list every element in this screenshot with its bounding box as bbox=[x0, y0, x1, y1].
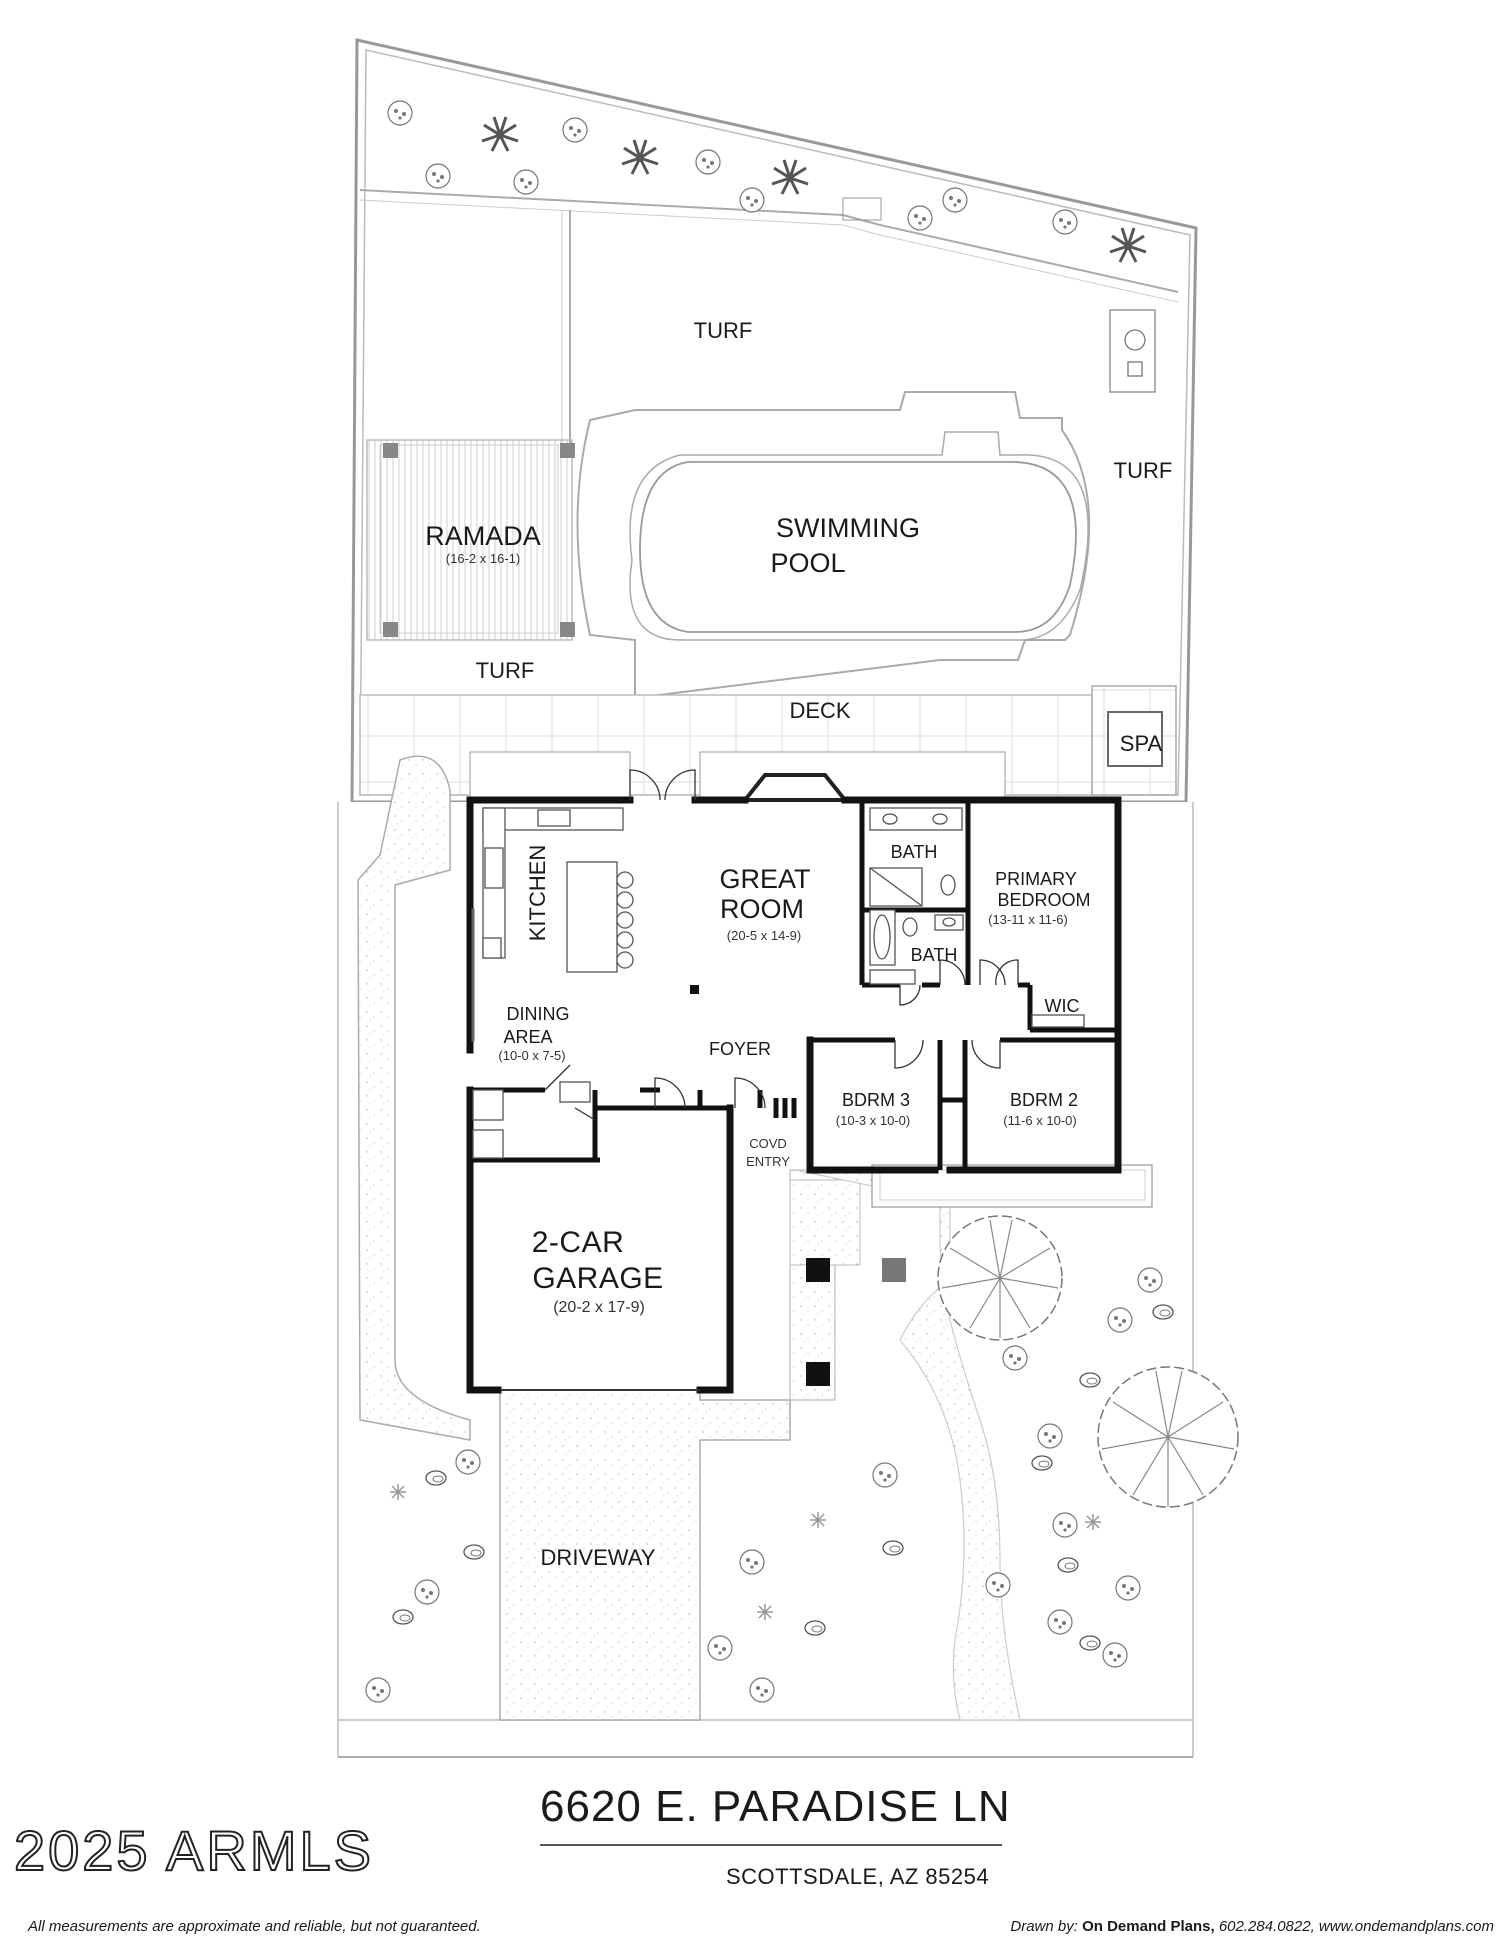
garage-label-line2: GARAGE bbox=[532, 1262, 663, 1295]
bdrm2-dimensions: (11-6 x 10-0) bbox=[1003, 1113, 1076, 1128]
kitchen-fixtures bbox=[472, 807, 634, 1159]
property-address: 6620 E. PARADISE LN bbox=[540, 1782, 1011, 1831]
great-room-label-line2: ROOM bbox=[720, 894, 804, 924]
bdrm2-label: BDRM 2 bbox=[1010, 1090, 1078, 1110]
pool-label-line2: POOL bbox=[770, 548, 845, 578]
covered-entry-label-line2: ENTRY bbox=[746, 1154, 790, 1169]
primary-bedroom-label-line1: PRIMARY bbox=[995, 869, 1077, 889]
drawn-by-company: On Demand Plans, bbox=[1082, 1918, 1215, 1935]
dining-area-label-line2: AREA bbox=[503, 1027, 552, 1047]
bath-upper-label: BATH bbox=[891, 842, 938, 862]
garage-label-line1: 2-CAR bbox=[532, 1226, 625, 1259]
deck-label: DECK bbox=[789, 698, 850, 723]
kitchen-label: KITCHEN bbox=[525, 845, 550, 942]
bath-lower-label: BATH bbox=[911, 945, 958, 965]
house bbox=[466, 751, 1153, 1394]
drawn-by-contact: 602.284.0822, www.ondemandplans.com bbox=[1218, 1918, 1494, 1935]
turf-label-bottom: TURF bbox=[476, 658, 535, 683]
bdrm3-label: BDRM 3 bbox=[842, 1090, 910, 1110]
turf-label-top: TURF bbox=[694, 318, 753, 343]
spa-label: SPA bbox=[1120, 731, 1163, 756]
primary-bedroom-dimensions: (13-11 x 11-6) bbox=[988, 912, 1068, 927]
driveway-label: DRIVEWAY bbox=[541, 1545, 656, 1570]
room-labels: TURF TURF TURF RAMADA (16-2 x 16-1) SWIM… bbox=[425, 318, 1172, 1570]
entry-walkway bbox=[789, 1169, 1021, 1721]
bdrm3-dimensions: (10-3 x 10-0) bbox=[836, 1113, 910, 1128]
turf-label-right: TURF bbox=[1114, 458, 1173, 483]
dining-area-label-line1: DINING bbox=[507, 1004, 570, 1024]
swimming-pool bbox=[576, 391, 1091, 700]
great-room-label-line1: GREAT bbox=[719, 864, 810, 894]
landscape-elements bbox=[365, 1215, 1239, 1703]
drawn-by: Drawn by: On Demand Plans, 602.284.0822,… bbox=[1010, 1918, 1494, 1935]
armls-watermark: 2025 ARMLS bbox=[13, 1818, 374, 1883]
primary-bedroom-label-line2: BEDROOM bbox=[997, 890, 1090, 910]
covered-entry-label-line1: COVD bbox=[749, 1136, 787, 1151]
drawn-by-label: Drawn by: bbox=[1010, 1918, 1078, 1935]
foyer-label: FOYER bbox=[709, 1039, 771, 1059]
property-city: SCOTTSDALE, AZ 85254 bbox=[726, 1864, 990, 1889]
title-divider bbox=[540, 1844, 1002, 1846]
wic-label: WIC bbox=[1045, 996, 1080, 1016]
pool-label-line1: SWIMMING bbox=[776, 513, 920, 543]
great-room-dimensions: (20-5 x 14-9) bbox=[727, 928, 801, 943]
ramada bbox=[366, 439, 575, 641]
ramada-dimensions: (16-2 x 16-1) bbox=[446, 551, 520, 566]
dining-area-dimensions: (10-0 x 7-5) bbox=[498, 1048, 565, 1063]
disclaimer: All measurements are approximate and rel… bbox=[28, 1918, 481, 1935]
bath-fixtures bbox=[869, 807, 1085, 1028]
garage-dimensions: (20-2 x 17-9) bbox=[553, 1299, 645, 1316]
ramada-label: RAMADA bbox=[425, 521, 541, 551]
pool-equipment-icon bbox=[1109, 309, 1156, 393]
